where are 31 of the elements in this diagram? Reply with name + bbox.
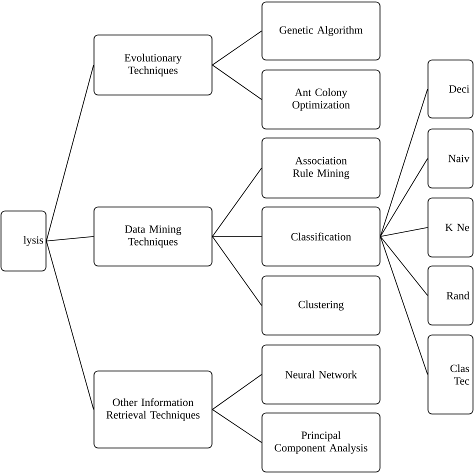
- connector-line: [212, 64, 262, 100]
- process-box: Deci: [428, 60, 474, 118]
- process-box: Clas Tec: [428, 334, 474, 414]
- connector-line: [46, 240, 94, 410]
- connector-line: [380, 236, 428, 375]
- process-box: K Ne: [428, 198, 474, 258]
- connector-line: [380, 236, 428, 296]
- connector-line: [380, 227, 428, 237]
- process-box: Neural Network: [262, 344, 380, 404]
- process-box: Clustering: [262, 276, 380, 336]
- process-box: Data Mining Techniques: [94, 206, 212, 266]
- process-box: Genetic Algorithm: [262, 2, 380, 60]
- process-box: Classification: [262, 206, 380, 266]
- connector-line: [212, 168, 262, 237]
- process-box: lysis: [0, 210, 46, 272]
- connector-line: [212, 30, 262, 66]
- connector-line: [46, 236, 94, 242]
- connector-line: [380, 88, 428, 237]
- connector-line: [212, 236, 262, 306]
- connector-line: [46, 64, 94, 242]
- connector-line: [212, 409, 262, 443]
- process-box: Other Information Retrieval Techniques: [94, 370, 212, 448]
- process-box: Rand: [428, 266, 474, 326]
- connector-line: [212, 374, 262, 410]
- connector-line: [212, 236, 262, 237]
- process-box: Ant Colony Optimization: [262, 70, 380, 130]
- process-box: Association Rule Mining: [262, 138, 380, 198]
- process-box: Principal Component Analysis: [262, 412, 380, 472]
- process-box: Evolutionary Techniques: [94, 34, 212, 96]
- process-box: Naiv: [428, 128, 474, 188]
- connector-line: [380, 158, 428, 237]
